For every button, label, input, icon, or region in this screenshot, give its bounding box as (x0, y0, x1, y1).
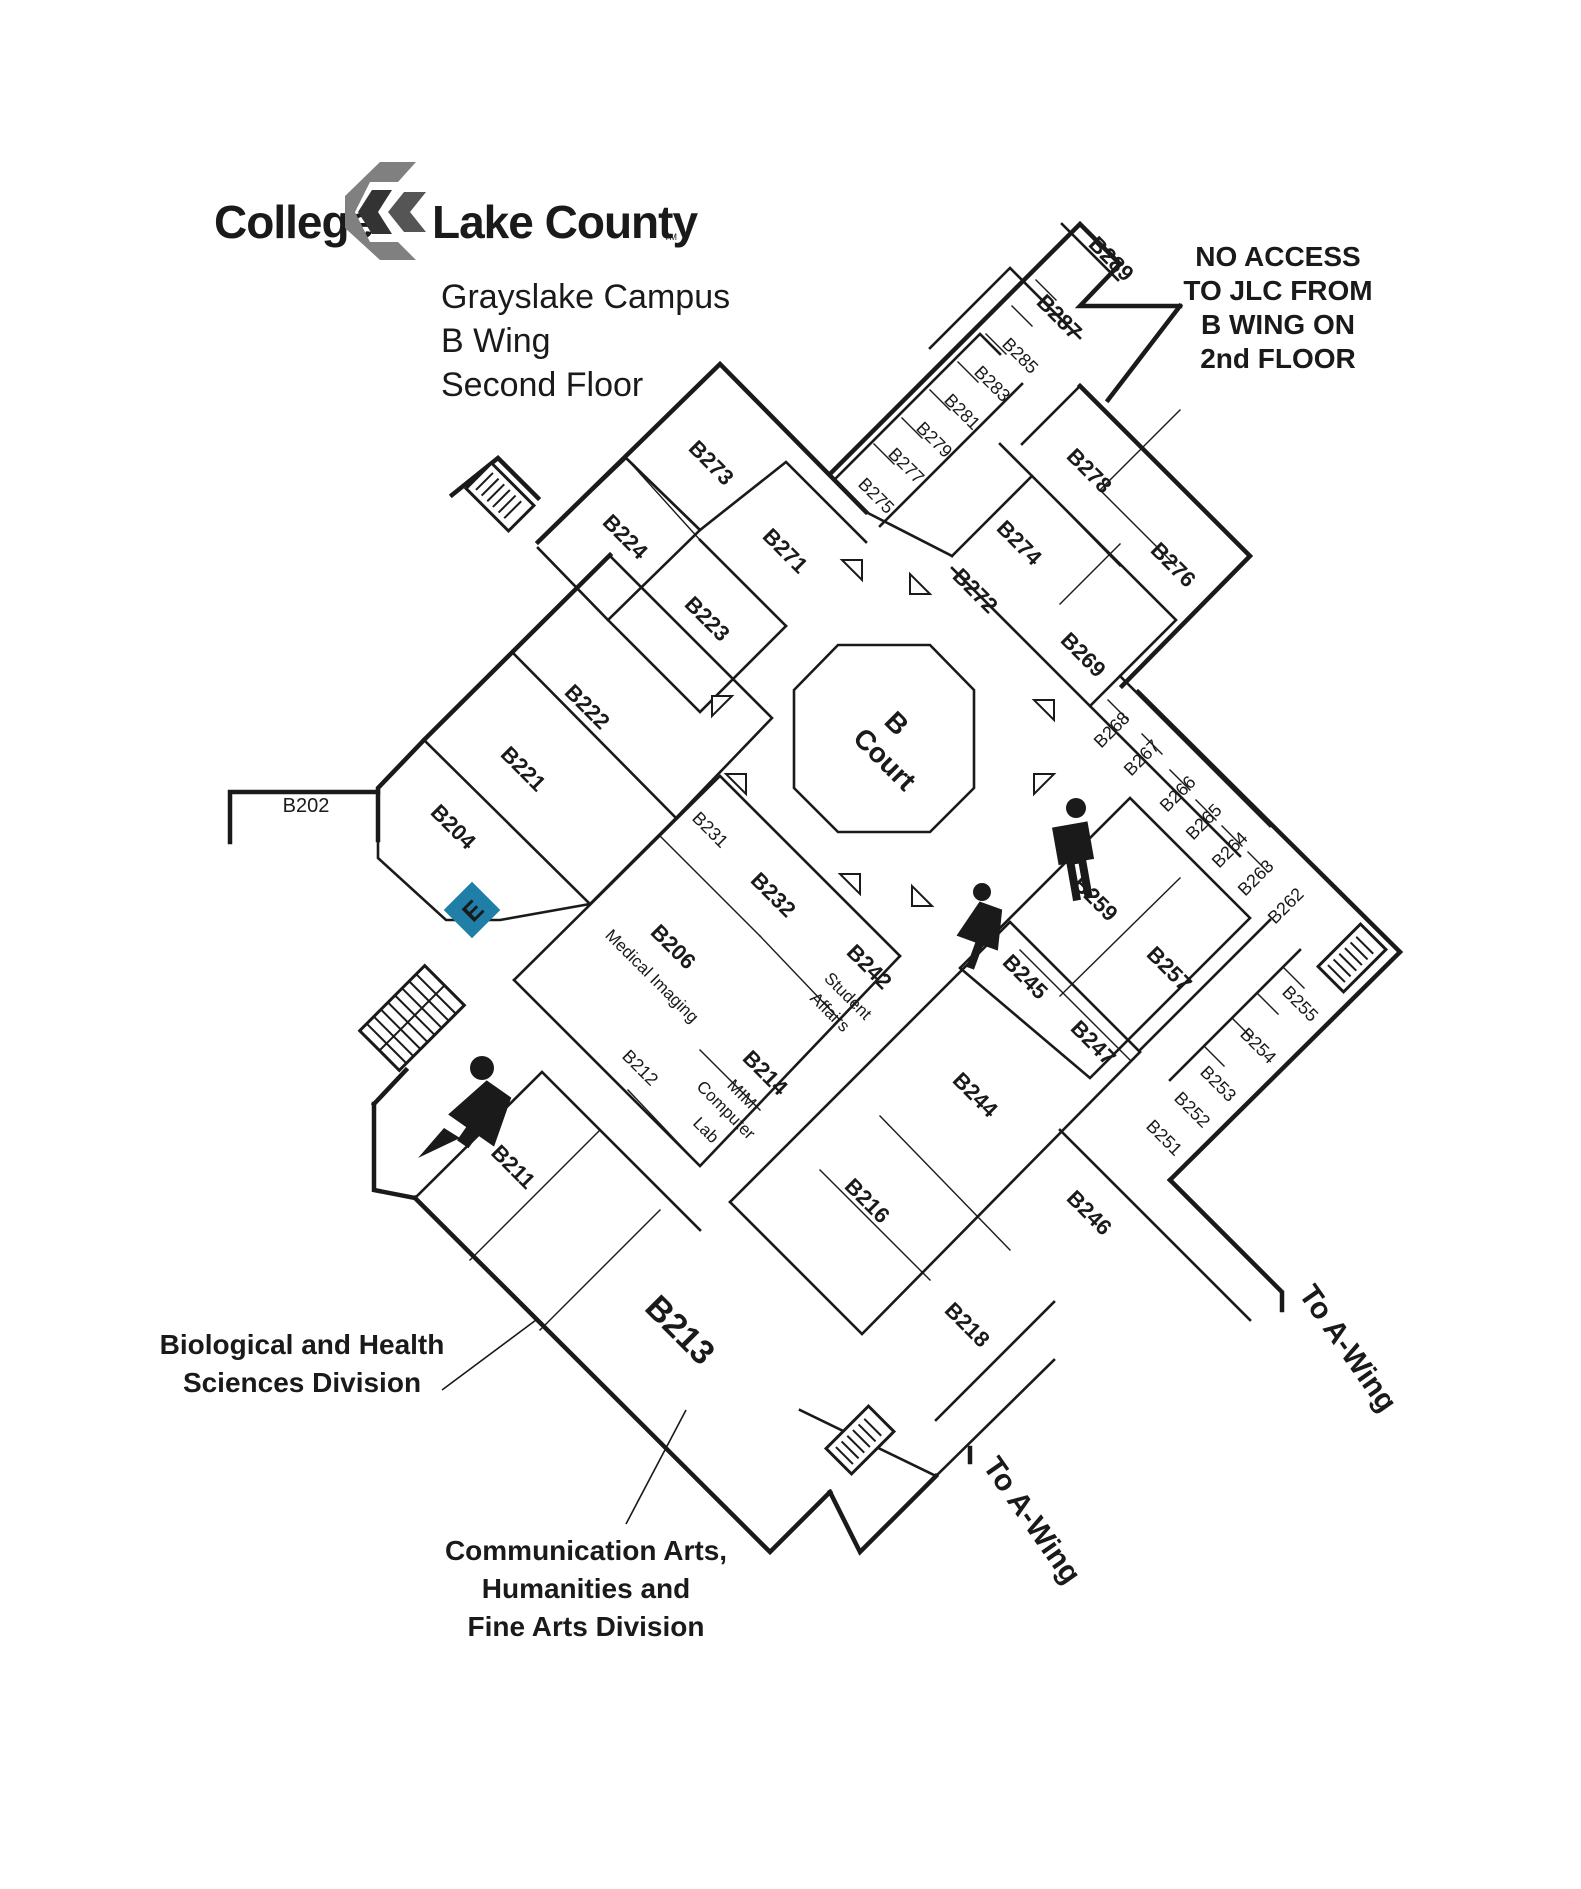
door-markers (711, 559, 1057, 907)
room-b271: B271 (758, 523, 813, 578)
bio-division-leader (441, 1319, 537, 1391)
comm-division-line-2: Humanities and (482, 1573, 690, 1604)
room-b274: B274 (992, 515, 1047, 570)
notice-line-4: 2nd FLOOR (1200, 343, 1356, 374)
room-b265: B265 (1182, 800, 1226, 844)
room-b214-sub3: Lab (689, 1113, 722, 1146)
notice-line-3: B WING ON (1201, 309, 1355, 340)
room-b269: B269 (1056, 627, 1111, 682)
room-b285: B285 (998, 334, 1042, 378)
comm-division-line-1: Communication Arts, (445, 1535, 727, 1566)
room-b231: B231 (688, 808, 732, 852)
room-b277: B277 (884, 444, 928, 488)
exit-to-a-wing-south: To A-Wing (976, 1451, 1087, 1590)
stairs-icon (823, 1403, 897, 1477)
room-b276: B276 (1146, 537, 1201, 592)
logo-mark-icon (345, 162, 426, 260)
room-b278: B278 (1062, 443, 1117, 498)
room-b275: B275 (854, 474, 898, 518)
b-court: B Court (792, 643, 976, 834)
bio-division-line-1: Biological and Health (160, 1329, 445, 1360)
room-b263: B263 (1234, 856, 1278, 900)
floor-title: Second Floor (441, 366, 643, 404)
room-dividers (469, 279, 1305, 1331)
room-b211: B211 (486, 1140, 540, 1194)
room-b204: B204 (426, 799, 481, 854)
room-b218: B218 (940, 1297, 995, 1352)
interior-walls (376, 222, 1302, 1478)
room-b257: B257 (1142, 941, 1197, 996)
room-labels: B202 B204 B206 Medical Imaging B211 B212… (283, 231, 1323, 1372)
room-b221: B221 (496, 741, 551, 796)
no-access-notice: NO ACCESS TO JLC FROM B WING ON 2nd FLOO… (1183, 241, 1372, 374)
stairs-icon (463, 460, 537, 534)
division-labels: Biological and Health Sciences Division … (160, 1319, 727, 1642)
exit-to-a-wing-east: To A-Wing (1292, 1279, 1403, 1418)
comm-division-leader (625, 1409, 687, 1525)
room-b289: B289 (1084, 231, 1139, 286)
room-b251: B251 (1142, 1116, 1186, 1160)
bio-division-line-2: Sciences Division (183, 1367, 421, 1398)
room-b264: B264 (1208, 828, 1252, 872)
notice-line-2: TO JLC FROM (1183, 275, 1372, 306)
room-b273: B273 (684, 435, 739, 490)
room-b253: B253 (1196, 1062, 1240, 1106)
stairs-icon (1315, 921, 1389, 995)
room-b216: B216 (840, 1173, 895, 1228)
man-icon (1052, 798, 1095, 902)
room-b202: B202 (283, 795, 330, 817)
room-b232: B232 (746, 867, 801, 922)
room-b268: B268 (1090, 708, 1134, 752)
room-b246: B246 (1062, 1185, 1117, 1240)
room-b254: B254 (1236, 1024, 1280, 1068)
room-b255: B255 (1278, 982, 1322, 1026)
campus-title: Grayslake Campus (441, 278, 730, 316)
logo-trademark: TM (664, 232, 677, 242)
woman-icon (956, 883, 1003, 970)
room-b244: B244 (948, 1067, 1003, 1122)
stairs-icon (357, 963, 467, 1073)
room-b212: B212 (618, 1046, 662, 1090)
room-b262: B262 (1264, 884, 1308, 928)
logo: College Lake County TM (214, 162, 699, 260)
logo-text-lake-county: Lake County (432, 196, 698, 248)
comm-division-line-3: Fine Arts Division (467, 1611, 704, 1642)
room-b213: B213 (638, 1288, 722, 1372)
room-b252: B252 (1170, 1088, 1214, 1132)
wing-title: B Wing (441, 322, 551, 360)
elevator-icon: E (443, 881, 501, 939)
room-b223: B223 (680, 591, 735, 646)
room-b222: B222 (560, 679, 615, 734)
notice-line-1: NO ACCESS (1195, 241, 1360, 272)
woman-icon (418, 1056, 512, 1158)
